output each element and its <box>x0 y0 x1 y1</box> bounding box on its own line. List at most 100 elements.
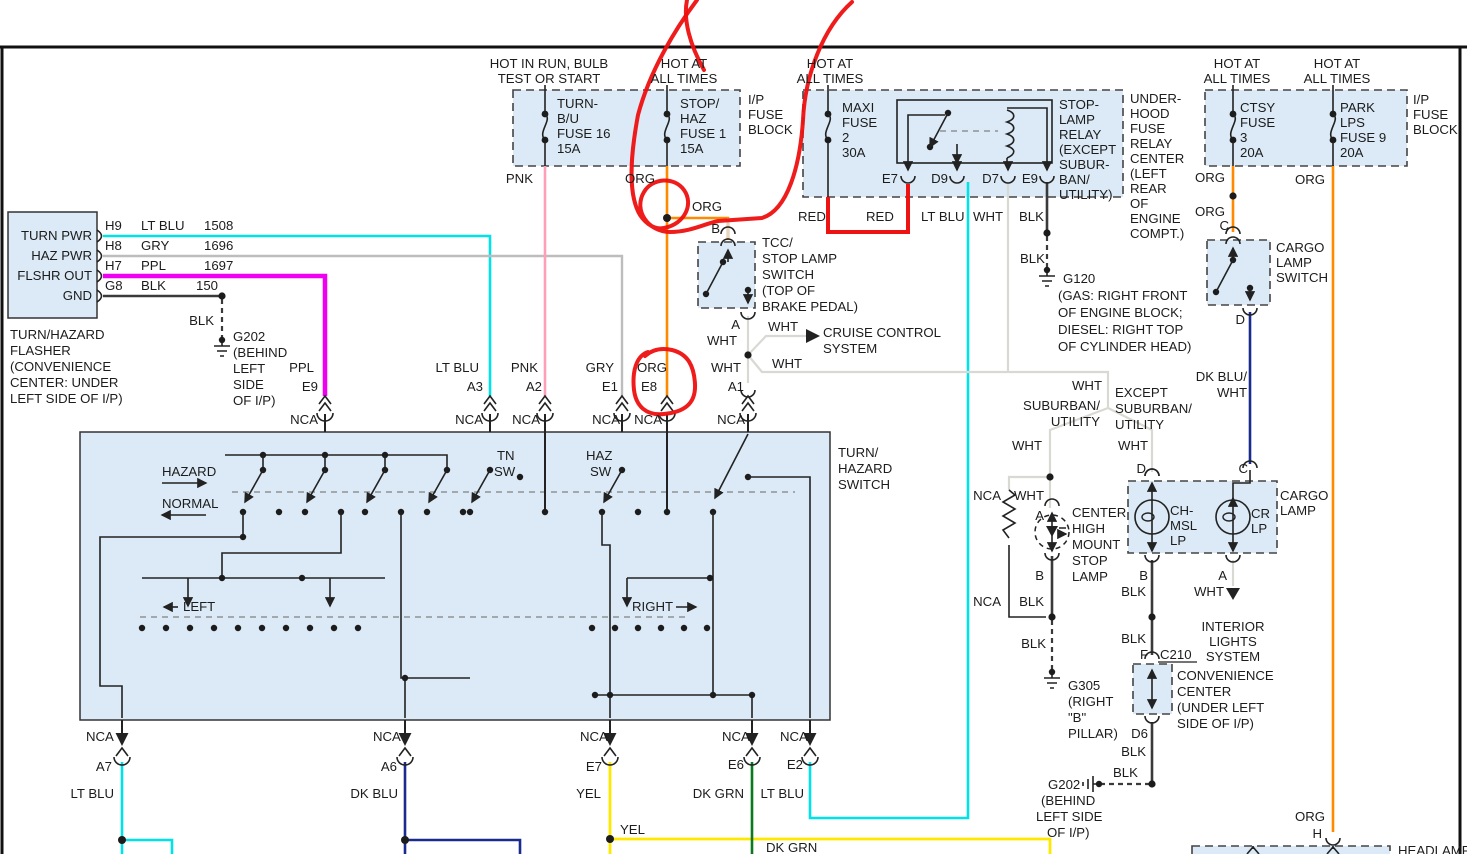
ckt-h9: 1508 <box>204 218 233 233</box>
feed-hot1-l1: HOT AT <box>661 56 707 71</box>
uhfrc-l6: (LEFT <box>1130 166 1167 181</box>
pin-b-lamp: B <box>1035 568 1044 583</box>
wire-ltblu-a7-branch <box>122 838 174 854</box>
wire-ltblu-a3: LT BLU <box>436 360 480 375</box>
wire-ppl-e9: PPL <box>289 360 314 375</box>
g202b-l1: G202 <box>1048 777 1080 792</box>
wire-dkblu-a6: DK BLU <box>350 786 398 801</box>
fuse16-l2: B/U <box>557 111 579 126</box>
feed-hot2-l2: ALL TIMES <box>797 71 864 86</box>
parkfuse-l2: LPS <box>1340 115 1365 130</box>
g202a-l1: G202 <box>233 329 265 344</box>
ip-fuse-block-2 <box>1204 89 1408 167</box>
tcc-l2: STOP LAMP <box>762 251 837 266</box>
crlp-l1: CR <box>1251 506 1270 521</box>
flasher-pin1: TURN PWR <box>21 228 92 243</box>
switch-name-l2: HAZARD <box>838 461 892 476</box>
lbl-tn: TN <box>497 448 515 463</box>
maxifuse-l4: 30A <box>842 145 866 160</box>
relay-l7: UTILITY) <box>1059 187 1112 202</box>
ground-g202b-icon <box>1082 776 1103 792</box>
wire-wht-right: WHT <box>1118 438 1148 453</box>
uhfrc-l9: ENGINE <box>1130 211 1181 226</box>
wire-ltblu-d9: LT BLU <box>921 209 965 224</box>
conv-l4: SIDE OF I/P) <box>1177 716 1254 731</box>
wire-lt-blu-1508 <box>103 234 492 396</box>
connector-a1 <box>739 394 757 432</box>
flasher-cap-l4: CENTER: UNDER <box>10 375 118 390</box>
feed-hot3-l2: ALL TIMES <box>1204 71 1271 86</box>
tcc-switch-internal <box>702 238 756 320</box>
ckt-h7: 1697 <box>204 258 233 273</box>
cargolamp-l1: CARGO <box>1280 488 1328 503</box>
exc-l2: SUBURBAN/ <box>1115 401 1192 416</box>
tcc-stop-lamp-switch-box <box>697 241 756 309</box>
wire-ltblu-a7: LT BLU <box>71 786 115 801</box>
annotation-top-stroke <box>683 0 706 72</box>
connector-e7 <box>601 720 619 766</box>
g120-l3: OF ENGINE BLOCK; <box>1058 305 1183 320</box>
g305-l2: (RIGHT <box>1068 694 1113 709</box>
wire-wht-corner: WHT <box>1072 378 1102 393</box>
chmsl-cap-l4: STOP <box>1072 553 1108 568</box>
cargosw-l1: CARGO <box>1276 240 1324 255</box>
red-annotation <box>629 0 854 417</box>
cargo-lamp-switch-box <box>1206 239 1271 306</box>
wire-wht-net <box>747 354 1110 408</box>
parkfuse-l1: PARK <box>1340 100 1375 115</box>
pin-d7: D7 <box>982 171 999 186</box>
wire-yel-e7: YEL <box>576 786 601 801</box>
wire-wht-cruise <box>747 334 806 356</box>
chmsl-led-symbol <box>1034 498 1069 561</box>
wire-wht-cruise: WHT <box>768 319 798 334</box>
lbl-haz: HAZ <box>586 448 612 463</box>
flasher-cap-l1: TURN/HAZARD <box>10 327 105 342</box>
exc-l3: UTILITY <box>1115 417 1164 432</box>
conn-c210: C210 <box>1160 647 1192 662</box>
relay-l6: BAN/ <box>1059 172 1090 187</box>
wire-wht-d7: WHT <box>973 209 1003 224</box>
relay-l2: LAMP <box>1059 112 1095 127</box>
flasher-cap-l5: LEFT SIDE OF I/P) <box>10 391 123 406</box>
wire-org1: ORG <box>625 171 655 186</box>
switch-top-connectors <box>316 389 757 432</box>
connector-b-tcc <box>720 226 736 235</box>
switch-name-l3: SWITCH <box>838 477 890 492</box>
connector-a3 <box>481 394 499 432</box>
flasher-cap-l2: FLASHER <box>10 343 71 358</box>
parkfuse-l3: FUSE 9 <box>1340 130 1386 145</box>
wire-nca-resistor-bot <box>1008 545 1046 618</box>
tcc-l5: BRAKE PEDAL) <box>762 299 858 314</box>
wire-red2: RED <box>866 209 894 224</box>
dkbluwht-l2: WHT <box>1217 385 1247 400</box>
lbl-right: RIGHT <box>632 599 673 614</box>
wire-g8: BLK <box>141 278 166 293</box>
pin-e7-bot: E7 <box>586 759 602 774</box>
flasher-pin2: HAZ PWR <box>31 248 92 263</box>
ipblock2-l3: BLOCK <box>1413 122 1458 137</box>
wire-org-park: ORG <box>1295 172 1325 187</box>
lbl-hazard: HAZARD <box>162 464 216 479</box>
lbl-tn-sw: SW <box>494 464 516 479</box>
nca-a2: NCA <box>512 412 540 427</box>
wire-pnk-a2: PNK <box>511 360 538 375</box>
g120-l5: OF CYLINDER HEAD) <box>1058 339 1191 354</box>
cargo-bulb <box>1215 460 1258 563</box>
wire-dkgrn-branch: DK GRN <box>766 840 817 854</box>
pin-e7: E7 <box>882 171 898 186</box>
nca-e1: NCA <box>592 412 620 427</box>
wire-h7: PPL <box>141 258 166 273</box>
g305-l4: PILLAR) <box>1068 726 1118 741</box>
wire-red-maxi-e7 <box>826 184 910 234</box>
feed-hot4-l2: ALL TIMES <box>1304 71 1371 86</box>
pin-h7: H7 <box>105 258 122 273</box>
ground-g305-icon <box>1044 668 1060 689</box>
interior-l3: SYSTEM <box>1206 649 1260 664</box>
connector-a6 <box>396 720 414 766</box>
g202a-l4: SIDE <box>233 377 264 392</box>
nca-a3: NCA <box>455 412 483 427</box>
nca-e6: NCA <box>722 729 750 744</box>
relay-l1: STOP- <box>1059 97 1099 112</box>
uhfrc-l2: HOOD <box>1130 106 1170 121</box>
uhfrc-l4: RELAY <box>1130 136 1172 151</box>
